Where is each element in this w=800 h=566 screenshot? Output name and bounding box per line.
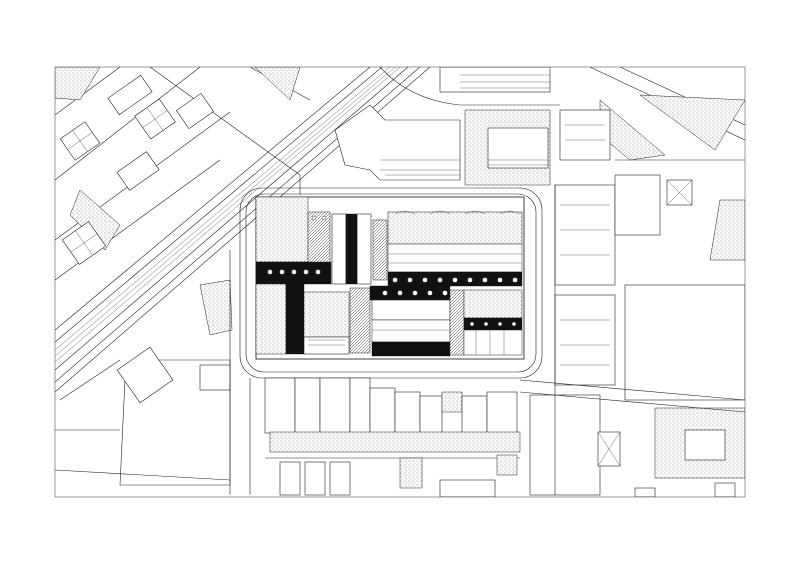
right-blocks	[529, 67, 745, 497]
lower-housing	[264, 377, 521, 497]
top-center-buildings	[299, 67, 560, 195]
railway-tracks	[55, 67, 431, 393]
site-ring-road	[229, 159, 745, 495]
upper-left-parcels	[55, 67, 311, 336]
drawing-frame	[54, 66, 746, 498]
lower-left-block	[55, 346, 231, 486]
project-site	[255, 196, 525, 360]
